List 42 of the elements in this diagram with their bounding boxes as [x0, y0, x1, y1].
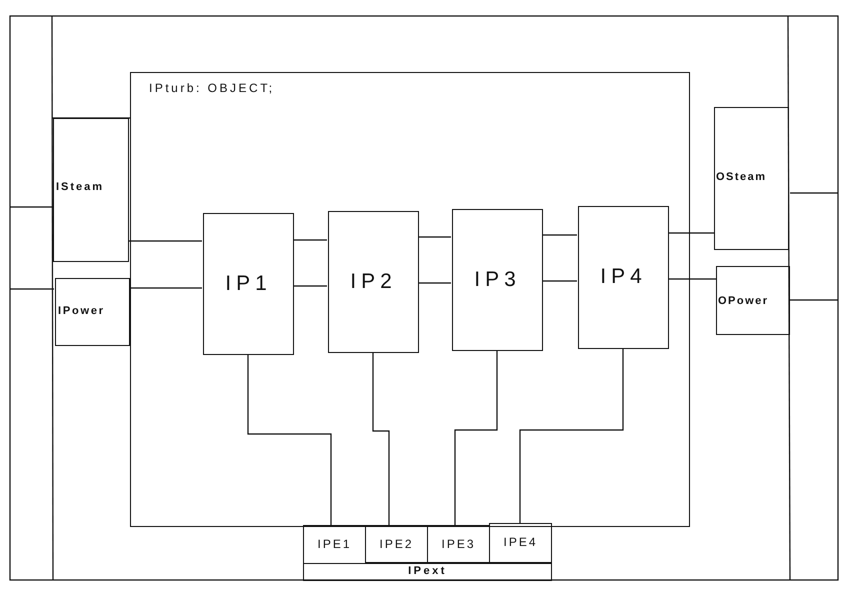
block-label: IPext — [407, 565, 448, 577]
connector-line — [418, 236, 451, 238]
block-box — [55, 278, 130, 346]
block-box — [303, 525, 366, 564]
block-label: IPE1 — [316, 537, 352, 551]
object-frame — [130, 72, 690, 527]
connector-line — [247, 354, 332, 525]
connector-line — [668, 232, 714, 234]
block-label: IPE2 — [378, 537, 414, 551]
block-label: IP1 — [224, 272, 273, 296]
block-label: IPE3 — [440, 537, 476, 551]
block-box — [303, 563, 552, 581]
block-box — [365, 525, 428, 563]
connector-line — [542, 280, 577, 282]
block-label: IP3 — [473, 268, 522, 292]
block-box — [716, 266, 790, 335]
connector-line — [418, 282, 451, 284]
connector-line — [542, 234, 577, 236]
block-box — [53, 118, 129, 262]
connector-line — [293, 285, 327, 287]
block-box — [578, 206, 669, 349]
block-label: OPower — [718, 295, 769, 307]
connector-line — [668, 278, 716, 280]
block-box — [714, 107, 789, 250]
block-label: IPE4 — [502, 535, 538, 549]
block-label: ISteam — [56, 181, 104, 193]
block-box — [328, 211, 419, 353]
block-label: IP4 — [599, 265, 648, 289]
block-label: IP2 — [349, 270, 398, 294]
object-title: IPturb: OBJECT; — [149, 81, 275, 95]
block-box — [489, 523, 552, 563]
connector-line — [519, 348, 624, 523]
block-box — [452, 209, 543, 351]
block-box — [203, 213, 294, 355]
block-label: OSteam — [716, 171, 767, 183]
connector-line — [293, 239, 327, 241]
block-label: IPower — [58, 305, 105, 317]
connector-line — [130, 287, 202, 289]
connector-line — [372, 352, 390, 525]
connector-line — [454, 350, 498, 525]
connector-line — [129, 240, 202, 242]
block-box — [427, 525, 490, 563]
